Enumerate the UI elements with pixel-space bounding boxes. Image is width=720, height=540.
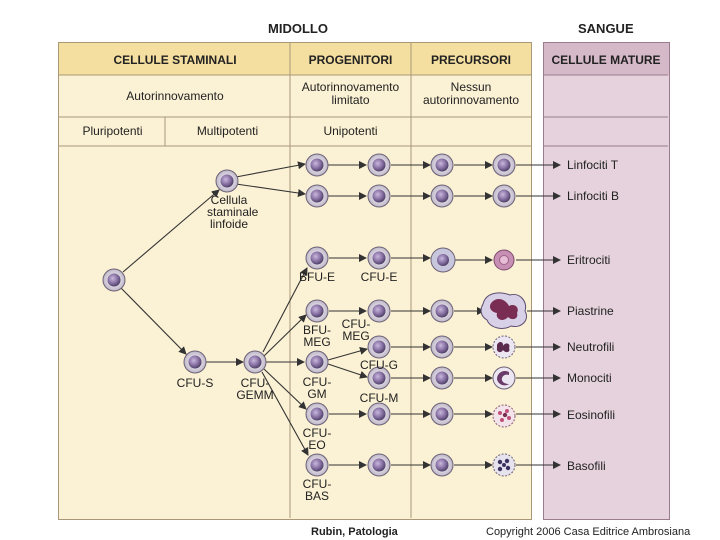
cfu-s-cell-icon xyxy=(183,350,207,374)
cfu-gemm-cell-icon xyxy=(243,350,267,374)
mature-erythrocytes: Eritrociti xyxy=(567,253,611,267)
basophil-precursor-icon xyxy=(430,453,454,477)
label-cfu-gemm-line1: CFU- xyxy=(240,376,270,390)
renewal-progenitors-line2: limitato xyxy=(331,93,370,107)
header-stem-cells: CELLULE STAMINALI xyxy=(113,53,237,67)
b-lymphocyte-progenitor-icon xyxy=(305,184,329,208)
label-cfu-gemm-line2: GEMM xyxy=(236,388,274,402)
erythroblast-icon xyxy=(430,247,456,273)
renewal-precursors: Nessun autorinnovamento xyxy=(411,81,531,107)
mature-neutrophils: Neutrofili xyxy=(567,340,615,354)
neutrophil-icon xyxy=(492,335,516,359)
label-cfu-meg: CFU- MEG xyxy=(334,318,378,342)
label-cfu-meg-line1: CFU- xyxy=(341,317,371,331)
mature-eosinophils: Eosinofili xyxy=(567,408,616,422)
megakaryocyte-icon xyxy=(480,292,527,329)
renewal-precursors-line1: Nessun xyxy=(450,80,492,94)
label-lymphoid-line2: staminale xyxy=(207,205,259,219)
cell-icons xyxy=(102,153,527,477)
label-bfu-meg-line2: MEG xyxy=(303,335,331,349)
header-progenitors: PROGENITORI xyxy=(308,53,393,67)
potency-unipotent: Unipotenti xyxy=(323,124,378,138)
label-cfu-bas-line1: CFU- xyxy=(302,477,332,491)
label-cfu-gm: CFU- GM xyxy=(293,376,341,400)
label-lymphoid-line3: linfoide xyxy=(209,217,249,231)
lineage-arrows xyxy=(120,161,561,469)
label-cfu-meg-line2: MEG xyxy=(342,329,370,343)
mature-monocytes: Monociti xyxy=(567,371,612,385)
potency-multipotent: Multipotenti xyxy=(196,124,259,138)
header-mature-cells: CELLULE MATURE xyxy=(551,53,661,67)
pluripotent-stem-cell-icon xyxy=(102,268,126,292)
eosinophil-icon xyxy=(492,404,516,428)
label-cfu-eo-line2: EO xyxy=(308,438,326,452)
label-lymphoid-stem-cell: Cellula staminale linfoide xyxy=(207,193,259,231)
label-cfu-e: CFU-E xyxy=(360,270,398,284)
label-bfu-e: BFU-E xyxy=(299,270,335,284)
potency-pluripotent: Pluripotenti xyxy=(82,124,143,138)
eosinophil-precursor-icon xyxy=(430,402,454,426)
label-cfu-gm-line1: CFU- xyxy=(302,375,332,389)
label-bfu-meg: BFU- MEG xyxy=(293,324,341,348)
b-lymphocyte-precursor-icon xyxy=(430,184,454,208)
cfu-bas-cell-icon xyxy=(305,453,329,477)
marrow-title: MIDOLLO xyxy=(268,21,328,36)
label-lymphoid-line1: Cellula xyxy=(210,193,248,207)
bfu-e-cell-icon xyxy=(305,246,329,270)
renewal-precursors-line2: autorinnovamento xyxy=(422,93,520,107)
footer-copyright: Copyright 2006 Casa Editrice Ambrosiana xyxy=(486,526,691,538)
label-bfu-meg-line1: BFU- xyxy=(303,323,331,337)
basophil-progenitor-icon xyxy=(367,453,391,477)
cfu-meg-cell-icon xyxy=(367,299,391,323)
table-gridlines xyxy=(59,43,531,518)
label-cfu-g: CFU-G xyxy=(360,358,398,372)
blood-panel xyxy=(543,42,670,520)
label-cfu-eo-line1: CFU- xyxy=(302,426,332,440)
blood-header-band xyxy=(544,43,669,75)
mature-b-lymphocytes: Linfociti B xyxy=(567,189,620,203)
cfu-e-cell-icon xyxy=(367,246,391,270)
label-cfu-s: CFU-S xyxy=(176,376,214,390)
cfu-m-cell-icon xyxy=(367,366,391,390)
monoblast-icon xyxy=(430,366,454,390)
marrow-panel xyxy=(58,42,532,520)
t-lymphocyte-progenitor-icon xyxy=(305,153,329,177)
bfu-meg-cell-icon xyxy=(305,299,329,323)
t-lymphocyte-precursor-icon xyxy=(430,153,454,177)
myeloblast-icon xyxy=(430,335,454,359)
blood-title: SANGUE xyxy=(578,21,634,36)
renewal-stem: Autorinnovamento xyxy=(126,89,224,103)
label-cfu-gm-line2: GM xyxy=(307,387,327,401)
footer-source: Rubin, Patologia xyxy=(311,526,398,538)
mature-t-lymphocytes: Linfociti T xyxy=(567,158,619,172)
mature-basophils: Basofili xyxy=(567,459,606,473)
cfu-gm-cell-icon xyxy=(305,350,329,374)
renewal-progenitors: Autorinnovamento limitato xyxy=(290,81,411,107)
label-cfu-eo: CFU- EO xyxy=(293,427,341,451)
t-lymphocyte-precursor-2-icon xyxy=(492,153,516,177)
cfu-g-cell-icon xyxy=(367,335,391,359)
label-cfu-gemm: CFU- GEMM xyxy=(230,377,280,401)
eosinophil-progenitor-icon xyxy=(367,402,391,426)
b-lymphocyte-progenitor-2-icon xyxy=(367,184,391,208)
b-lymphocyte-precursor-2-icon xyxy=(492,184,516,208)
cfu-eo-cell-icon xyxy=(305,402,329,426)
monocyte-icon xyxy=(492,366,516,390)
label-cfu-bas: CFU- BAS xyxy=(293,478,341,502)
marrow-header-band xyxy=(59,43,531,75)
renewal-progenitors-line1: Autorinnovamento xyxy=(301,80,400,94)
lymphoid-stem-cell-icon xyxy=(215,169,239,193)
label-cfu-m: CFU-M xyxy=(359,391,399,405)
mature-platelets: Piastrine xyxy=(567,304,614,318)
erythrocyte-icon xyxy=(493,249,515,271)
label-cfu-bas-line2: BAS xyxy=(304,489,329,503)
header-precursors: PRECURSORI xyxy=(430,53,511,67)
megakaryoblast-icon xyxy=(430,299,454,323)
t-lymphocyte-progenitor-2-icon xyxy=(367,153,391,177)
basophil-icon xyxy=(492,453,516,477)
